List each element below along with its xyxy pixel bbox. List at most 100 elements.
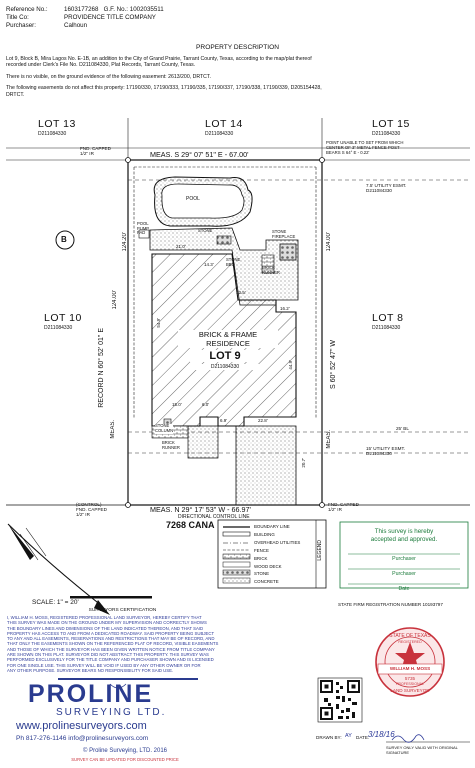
desc-easements-1: The following easements do not affect th… (6, 85, 322, 92)
dim-22-8: 22.8' (258, 418, 268, 423)
scale-bar (70, 596, 152, 599)
record-bearing: RECORD N 60° 52' 01" E (98, 328, 105, 408)
acceptance-date: Date (398, 586, 410, 592)
dim-15-0: 15.0' (172, 402, 182, 407)
block-label: B (61, 235, 67, 244)
legend-item: BUILDING (254, 531, 275, 537)
lot-13-number: D211084330 (38, 131, 67, 137)
company-copyright: © Proline Surveying, LTD. 2016 (82, 748, 168, 754)
surveyors-cert-body: I, WILLIAM H. MOSS, REGISTERED PROFESSIO… (7, 615, 219, 673)
lot-8-label: LOT 8 (372, 312, 404, 324)
property-description-heading: PROPERTY DESCRIPTION (196, 44, 279, 51)
dim-21-0: 21.0' (176, 244, 186, 249)
legend-item: FENCE (254, 547, 269, 553)
reference-label: Reference No.: (6, 6, 48, 13)
header-block: Reference No.: 1603177268 G.F. No.: 10020… (6, 6, 164, 30)
meas-top-bearing: MEAS. S 29° 07' 51" E - 67.00' (150, 150, 249, 159)
acceptance-frame (339, 521, 469, 589)
title-co-label: Title Co: (6, 14, 29, 21)
seal-registered: REGISTERED (398, 640, 422, 644)
utility-easement-right: 15' UTILITY ESMT.D211084330 (366, 446, 406, 457)
fence-lines (133, 166, 317, 418)
legend-list: BOUNDARY LINE BUILDING OVERHEAD UTILITIE… (254, 523, 300, 586)
pool-pump-pad-shape (138, 229, 150, 239)
meas-left-label: MEAS. (110, 420, 116, 439)
registration-number: STATE FIRM REGISTRATION NUMBER 10193797 (338, 602, 443, 607)
proline-logo-icon (58, 678, 198, 689)
lot-14-label: LOT 14 (205, 118, 243, 130)
lot-10-label: LOT 10 (44, 312, 82, 324)
bbq-shape (216, 235, 232, 245)
legend-item: BRICK (254, 555, 268, 561)
lot-14-number: D211084330 (205, 131, 234, 137)
dim-6-0: 6.0' (202, 402, 210, 407)
purchaser-label: Purchaser: (6, 22, 36, 29)
legend-item: CONCRETE (254, 579, 279, 585)
legend-title: LEGEND (317, 540, 323, 561)
brick-runner-top-shape (261, 254, 275, 274)
company-sub: SURVEYING LTD. (56, 707, 167, 718)
gf-label: G.F. No.: (103, 6, 129, 13)
company-name: PROLINE (28, 680, 154, 708)
lot-9-number: D211084330 (190, 364, 260, 370)
dim-20-7: 20.7' (301, 458, 306, 468)
date-value: 3/18/16 (368, 730, 395, 739)
desc-line-2: recorded under Clerk's File No. D2110843… (6, 62, 196, 69)
reference-value: 1603177268 (64, 6, 99, 13)
company-update-note: SURVEY CAN BE UPDATED FOR DISCOUNTED PRI… (71, 757, 179, 762)
lot-15-number: D211084330 (372, 131, 401, 137)
directional-control-line: DIRECTIONAL CONTROL LINE (178, 514, 250, 520)
acceptance-purchaser-2: Purchaser (392, 571, 416, 577)
driveway-concrete (235, 425, 297, 506)
drawn-by-label: DRAWN BY: (316, 735, 342, 740)
seal-top-text: STATE OF TEXAS (389, 633, 431, 639)
purchaser-value: Calhoun (64, 22, 88, 29)
dim-16-2: 16.2' (280, 306, 290, 311)
stone-label: STONE (198, 228, 213, 233)
dim-44-9: 44.9' (288, 360, 293, 370)
legend-item: BOUNDARY LINE (254, 524, 290, 529)
acceptance-lines (348, 553, 460, 585)
block-circle (55, 230, 75, 250)
surveyors-cert-heading: SURVEYORS CERTIFICATION (88, 608, 157, 613)
left-dim-124-00: 124.00' (112, 290, 118, 310)
dim-14-3: 14.3' (204, 262, 214, 267)
signature-valid-note: SURVEY ONLY VALID WITH ORIGINAL SIGNATUR… (386, 745, 458, 755)
right-bearing: S 60° 52' 47" W (330, 340, 337, 390)
scale-label: SCALE: 1" = 20' (32, 599, 79, 606)
lot-13-label: LOT 13 (38, 118, 76, 130)
title-co-value: PROVIDENCE TITLE COMPANY (64, 14, 156, 21)
dim-12-5: 12.5' (236, 290, 246, 295)
desc-easement-visible: There is no visible, on the ground evide… (6, 73, 211, 80)
pool-label: POOL (186, 196, 200, 202)
walkway-concrete (187, 425, 219, 459)
company-website-link[interactable]: www.prolinesurveyors.com (16, 720, 147, 732)
date-label: DATE: (356, 735, 370, 740)
surveyor-seal (375, 627, 445, 697)
meas-right-label: MEAS. (326, 430, 332, 449)
meas-bottom-bearing: MEAS. N 29° 17' 53" W - 66.97' (150, 505, 251, 514)
building-line-label: 25' BL (396, 426, 409, 431)
qr-code-icon (317, 677, 363, 723)
seal-professional: PROFESSIONAL (396, 682, 424, 686)
seal-name: WILLIAM H. MOSS (389, 666, 431, 671)
legend-item: OVERHEAD UTILITIES (254, 539, 301, 545)
corner-markers (125, 157, 325, 508)
legend-swatches (222, 526, 251, 584)
right-dim-124-00: 124.00' (326, 232, 332, 252)
gf-value: 1002035511 (129, 6, 164, 13)
signature-mark (391, 734, 425, 743)
utility-easement-top: 7.5' UTILITY ESMT.D211084330 (366, 183, 407, 194)
seal-bottom-text: LAND SURVEYOR (390, 688, 430, 693)
dim-54-9: 54.9' (156, 318, 161, 328)
lot-8-number: D211084330 (372, 325, 401, 331)
seal-star-icon (395, 642, 425, 671)
